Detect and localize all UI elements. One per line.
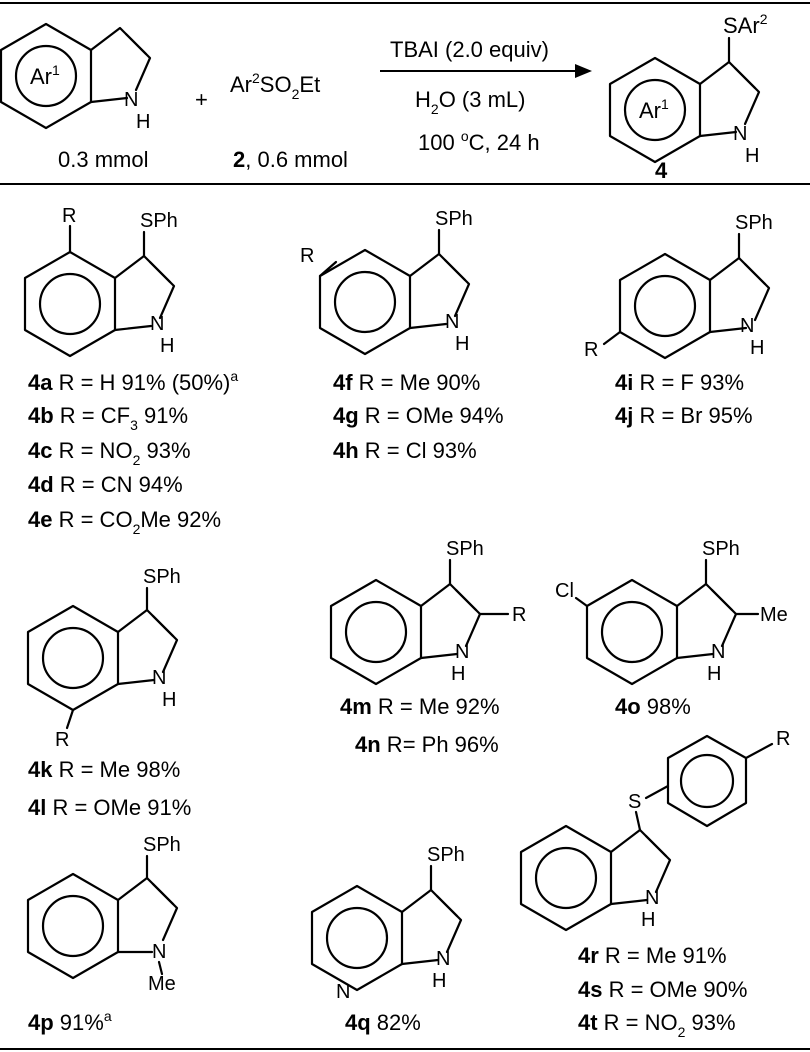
entry-4m: 4m R = Me 92% (340, 694, 500, 719)
r-label-4m: R (512, 604, 526, 626)
h-label-4q: H (432, 970, 446, 992)
condition-1: TBAI (2.0 equiv) (390, 37, 549, 62)
r-label-4a: R (62, 205, 76, 227)
entry-4q: 4q 82% (345, 1010, 421, 1035)
reactant-n-label: N (124, 89, 138, 111)
entry-4l: 4l R = OMe 91% (28, 795, 191, 820)
entry-4r: 4r R = Me 91% (578, 943, 727, 968)
structure-4p (26, 854, 179, 980)
reagent2-formula: Ar2SO2Et (230, 70, 320, 102)
product-ar1-label: Ar1 (639, 96, 669, 123)
sph-label-4f: SPh (435, 208, 473, 230)
me-label-4p: Me (148, 973, 176, 995)
entry-4c: 4c R = NO2 93% (28, 438, 191, 468)
entry-4i: 4i R = F 93% (615, 370, 744, 395)
entry-4t: 4t R = NO2 93% (578, 1010, 736, 1040)
structure-4k-4l (26, 586, 179, 730)
r-label-4r: R (776, 728, 790, 750)
sph-label-4p: SPh (143, 834, 181, 856)
n-label-4i: N (740, 315, 754, 337)
n-label-4r: N (645, 887, 659, 909)
entry-4d: 4d R = CN 94% (28, 472, 183, 497)
reactant1-amount: 0.3 mmol (58, 147, 148, 172)
h-label-4o: H (707, 663, 721, 685)
product-indole-structure (608, 36, 761, 164)
entry-4a: 4a R = H 91% (50%)a (28, 368, 238, 395)
entry-4b: 4b R = CF3 91% (28, 403, 188, 433)
structure-4a-4e (23, 224, 176, 358)
condition-3: 100 oC, 24 h (418, 128, 540, 155)
me-label-4o: Me (760, 604, 788, 626)
condition-2: H2O (3 mL) (415, 87, 525, 117)
n-label-4o: N (711, 641, 725, 663)
h-label-4a: H (160, 335, 174, 357)
product-sar2-label: SAr2 (723, 11, 768, 38)
sph-label-4q: SPh (427, 844, 465, 866)
reactant-indole-structure (0, 22, 152, 130)
sph-label-4a: SPh (140, 210, 178, 232)
entry-4f: 4f R = Me 90% (333, 370, 480, 395)
plus-sign: + (195, 87, 208, 112)
reagent2-amount: 2, 0.6 mmol (233, 147, 348, 172)
cl-label-4o: Cl (555, 580, 574, 602)
r-label-4i: R (584, 339, 598, 361)
n-label-4k: N (152, 667, 166, 689)
h-label-4f: H (455, 333, 469, 355)
h-label-4k: H (162, 689, 176, 711)
sph-label-4i: SPh (735, 212, 773, 234)
s-label-4r: S (628, 791, 641, 813)
reactant-h-label: H (136, 111, 150, 133)
entry-4e: 4e R = CO2Me 92% (28, 507, 221, 537)
entry-4j: 4j R = Br 95% (615, 403, 753, 428)
structure-4f-4h (318, 228, 471, 356)
n-label-4a: N (150, 313, 164, 335)
product-number: 4 (655, 158, 668, 183)
sph-label-4k: SPh (143, 566, 181, 588)
entry-4k: 4k R = Me 98% (28, 757, 180, 782)
n-label-4q: N (436, 948, 450, 970)
product-n-label: N (733, 123, 747, 145)
arrow-head (575, 64, 592, 78)
product-h-label: H (745, 145, 759, 167)
r-label-4f: R (300, 245, 314, 267)
entry-4n: 4n R= Ph 96% (355, 732, 499, 757)
entry-4g: 4g R = OMe 94% (333, 403, 504, 428)
h-label-4r: H (641, 909, 655, 931)
n-label-4f: N (445, 311, 459, 333)
structure-4o (574, 558, 760, 686)
r-label-4k: R (55, 729, 69, 751)
structure-4i-4j (602, 232, 771, 360)
reactant-ar1-sup: 1 (52, 62, 60, 78)
entry-4h: 4h R = Cl 93% (333, 438, 477, 463)
reactant-ar1-label: Ar1 (30, 62, 60, 89)
h-label-4i: H (750, 337, 764, 359)
pyridine-n-label-4q: N (336, 981, 350, 1003)
h-label-4m: H (451, 663, 465, 685)
n-label-4p: N (152, 941, 166, 963)
n-label-4m: N (455, 641, 469, 663)
entry-4p: 4p 91%a (28, 1008, 112, 1035)
sph-label-4o: SPh (702, 538, 740, 560)
structure-4m-4n (329, 558, 510, 686)
structure-4q (310, 864, 463, 992)
entry-4o: 4o 98% (615, 694, 691, 719)
sph-label-4m: SPh (446, 538, 484, 560)
structure-4r-4t (519, 734, 774, 932)
entry-4s: 4s R = OMe 90% (578, 977, 747, 1002)
